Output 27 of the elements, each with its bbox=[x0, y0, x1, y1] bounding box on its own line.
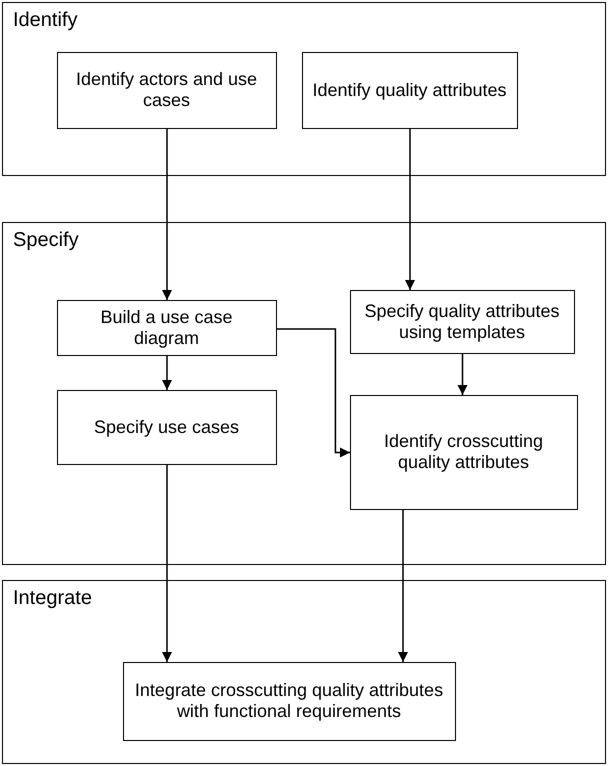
arrow bbox=[162, 465, 172, 662]
arrow bbox=[162, 356, 172, 390]
step-label: Specify quality attributes using templates bbox=[363, 300, 561, 342]
step-label: Integrate crosscutting quality attributes with functional requirements bbox=[134, 680, 444, 722]
arrow bbox=[458, 354, 468, 395]
process-box bbox=[302, 52, 518, 128]
phase-panel bbox=[2, 580, 606, 764]
process-box bbox=[56, 390, 276, 464]
step-label: Identify quality attributes bbox=[312, 80, 507, 100]
arrow bbox=[162, 129, 172, 300]
step-label: Identify actors and use cases bbox=[74, 69, 258, 111]
step-label: Specify use cases bbox=[94, 416, 240, 438]
arrow bbox=[277, 328, 350, 458]
process-box bbox=[350, 394, 578, 510]
process-box bbox=[122, 662, 456, 740]
phase-panel bbox=[2, 2, 606, 176]
step-label: Identify crosscutting quality attributes bbox=[382, 431, 544, 473]
process-box bbox=[350, 290, 574, 354]
process-box bbox=[56, 300, 276, 356]
phase-heading: Specify bbox=[13, 229, 79, 252]
phase-heading: Identify bbox=[13, 9, 78, 32]
arrow bbox=[398, 510, 408, 662]
phase-heading: Integrate bbox=[13, 587, 92, 610]
phase-panel bbox=[2, 222, 606, 565]
process-box bbox=[56, 52, 276, 128]
step-label: Build a use case diagram bbox=[99, 306, 234, 348]
arrow bbox=[405, 129, 415, 290]
